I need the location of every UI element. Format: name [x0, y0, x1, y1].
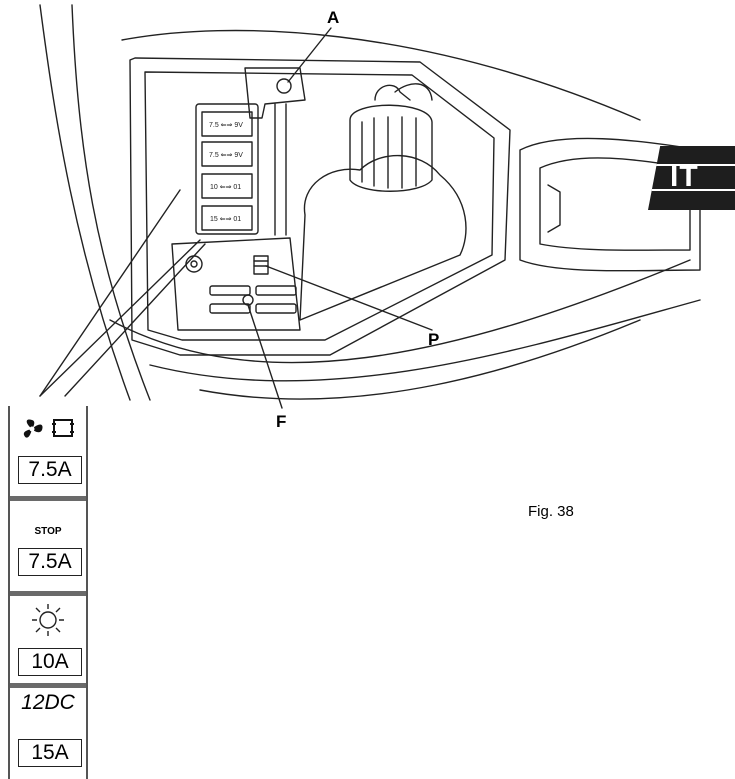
language-tab: IT — [648, 146, 735, 210]
fan-and-ac-icon — [23, 419, 74, 438]
leader-legend-2 — [64, 243, 206, 397]
reservoir-neck — [374, 84, 411, 101]
side-panel-latch — [547, 184, 561, 233]
fuse-slot-4 — [201, 205, 253, 231]
dc-label: 12DC — [21, 691, 75, 714]
side-panel-inner — [539, 157, 691, 251]
callout-label-p: P — [428, 330, 440, 349]
legend-divider — [10, 591, 86, 596]
mini-fuse-4 — [255, 303, 297, 314]
leader-p — [265, 265, 433, 331]
relay-p — [253, 255, 269, 275]
fuse-slot-2 — [201, 141, 253, 167]
legend-divider — [10, 496, 86, 501]
body-contour-left-1 — [39, 4, 131, 401]
bracket-a-hole — [276, 78, 292, 94]
language-tab-label: IT — [670, 160, 699, 193]
compartment-frame-inner — [144, 71, 495, 341]
fuse-rating-4: 15A — [18, 739, 82, 767]
mini-fuse-3 — [209, 303, 251, 314]
leader-f — [247, 304, 283, 409]
fuse-slot-3 — [201, 173, 253, 199]
fuse-rating-1: 7.5A — [18, 456, 82, 484]
stop-label: STOP — [34, 526, 62, 537]
leader-a — [287, 27, 332, 83]
mini-fuse-1 — [209, 285, 251, 296]
body-contour-left-2 — [71, 4, 151, 401]
fuse-slot-1-label: 7.5 ⇐⇒ 9V — [209, 122, 243, 129]
fuse-slot-2-label: 7.5 ⇐⇒ 9V — [209, 152, 243, 159]
callout-label-f: F — [276, 412, 287, 431]
fuse-legend: 7.5A STOP 7.5A 10A 12DC 15A — [8, 406, 88, 779]
dash-contour-1 — [109, 259, 691, 364]
callout-label-a: A — [327, 8, 340, 27]
fuse-slot-4-label: 15 ⇐⇒ 01 — [210, 216, 241, 223]
leader-legend-rack — [39, 189, 181, 397]
dash-contour-2 — [149, 299, 701, 382]
fuse-rating-3: 10A — [18, 648, 82, 676]
fuse-slot-3-label: 10 ⇐⇒ 01 — [210, 184, 241, 191]
reservoir-hose — [394, 83, 433, 101]
reservoir-cap — [349, 104, 433, 192]
dash-contour-top — [121, 29, 641, 121]
side-panel-outer — [519, 137, 701, 272]
legend-divider — [10, 683, 86, 688]
fuse-rating-2: 7.5A — [18, 548, 82, 576]
compartment-frame-outer — [129, 57, 511, 356]
fuse-slot-1 — [201, 111, 253, 137]
relay-board — [171, 237, 301, 331]
reservoir-body — [299, 154, 467, 321]
mini-fuse-2 — [255, 285, 297, 296]
relay-board-screw — [185, 255, 203, 273]
fuse-rack-frame — [195, 103, 259, 235]
light-bulb-icon — [32, 604, 64, 636]
dash-contour-3 — [199, 319, 641, 400]
figure-caption: Fig. 38 — [528, 503, 574, 520]
leader-legend-1 — [39, 239, 201, 397]
